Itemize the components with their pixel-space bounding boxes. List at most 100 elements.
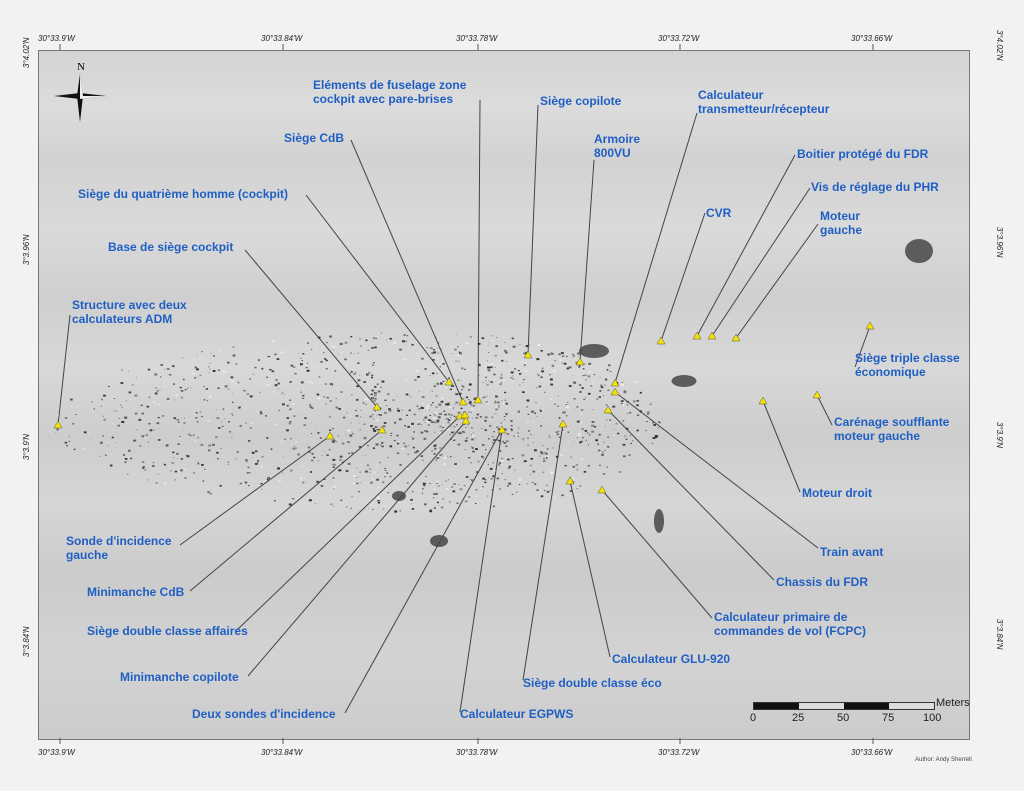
map-label-line: Siège du quatrième homme (cockpit) <box>78 187 289 201</box>
map-label-line: Siège copilote <box>540 94 622 108</box>
coordinate-label: 30°33.84'W <box>261 748 303 757</box>
wreckage-marker-icon <box>473 395 483 404</box>
map-label-line: Minimanche copilote <box>120 670 239 684</box>
map-label: Minimanche CdB <box>87 585 184 599</box>
wreckage-marker-icon <box>812 390 822 399</box>
wreckage-marker-icon <box>656 336 666 345</box>
map-label-line: calculateurs ADM <box>72 312 173 326</box>
scale-tick: 50 <box>837 712 850 724</box>
map-label-line: Calculateur GLU-920 <box>612 652 731 666</box>
wreckage-marker-icon <box>444 377 454 386</box>
map-label-line: Minimanche CdB <box>87 585 185 599</box>
leader-line <box>305 194 450 383</box>
leader-line <box>579 159 595 363</box>
leader-line <box>459 429 503 713</box>
map-label-line: Eléments de fuselage zone <box>313 78 467 92</box>
wreckage-marker-icon <box>692 331 702 340</box>
coordinate-label: 3°3.96'N <box>22 234 31 265</box>
leader-line <box>735 223 819 339</box>
map-label: Base de siège cockpit <box>108 240 233 254</box>
wreckage-marker-icon <box>377 425 387 434</box>
map-label-line: 800VU <box>594 146 631 160</box>
wreckage-marker-icon <box>460 410 470 419</box>
map-label: Calculateur EGPWS <box>460 707 573 721</box>
leader-line <box>477 99 481 401</box>
map-label: Siège double classe affaires <box>87 624 248 638</box>
map-label-line: Siège double classe éco <box>523 676 662 690</box>
leader-line <box>189 429 383 592</box>
map-label-line: commandes de vol (FCPC) <box>714 624 867 638</box>
coordinate-label: 30°33.9'W <box>38 34 75 43</box>
leader-line <box>179 435 331 546</box>
map-label-line: Vis de réglage du PHR <box>811 180 939 194</box>
coordinate-label: 3°3.84'N <box>22 626 31 657</box>
coordinate-label: 30°33.66'W <box>851 748 893 757</box>
map-label-line: Calculateur <box>698 88 764 102</box>
leader-line <box>244 249 378 408</box>
wreckage-marker-icon <box>523 350 533 359</box>
wreckage-marker-icon <box>865 321 875 330</box>
map-label-line: économique <box>855 365 926 379</box>
coordinate-label: 3°3.84'N <box>995 619 1004 650</box>
scale-tick: 75 <box>882 712 895 724</box>
scale-tick: 100 <box>923 712 942 724</box>
scale-unit: Meters <box>936 697 970 709</box>
map-label-line: cockpit avec pare-brises <box>313 92 454 106</box>
map-label-line: gauche <box>820 223 863 237</box>
map-label-line: Moteur droit <box>802 486 872 500</box>
map-label: Chassis du FDR <box>776 575 868 589</box>
coordinate-label: 3°3.9'N <box>22 433 31 460</box>
scale-tick: 0 <box>750 712 757 724</box>
map-label: Vis de réglage du PHR <box>811 180 939 194</box>
map-label-line: Sonde d'incidence <box>66 534 172 548</box>
coordinate-label: 30°33.72'W <box>658 34 700 43</box>
map-label-line: Moteur <box>820 209 860 223</box>
map-label-line: Structure avec deux <box>72 298 187 312</box>
leader-line <box>522 423 564 681</box>
map-label-line: Armoire <box>594 132 641 146</box>
map-label-line: moteur gauche <box>834 429 921 443</box>
north-label: N <box>77 61 85 73</box>
wreckage-marker-icon <box>603 405 613 414</box>
leader-line <box>527 104 539 356</box>
wreckage-marker-icon <box>758 396 768 405</box>
map-label-line: Chassis du FDR <box>776 575 869 589</box>
wreckage-marker-icon <box>597 485 607 494</box>
map-label: Deux sondes d'incidence <box>192 707 336 721</box>
map-label: Moteur droit <box>802 486 872 500</box>
coordinate-label: 3°3.9'N <box>995 422 1004 449</box>
coordinate-label: 30°33.72'W <box>658 748 700 757</box>
coordinate-label: 30°33.9'W <box>38 748 75 757</box>
leader-line <box>614 112 698 384</box>
leader-line <box>696 154 796 337</box>
map-label-line: Siège double classe affaires <box>87 624 248 638</box>
map-label-line: CVR <box>706 206 732 220</box>
wreckage-marker-icon <box>610 387 620 396</box>
leader-line <box>816 394 833 426</box>
wreckage-marker-icon <box>610 378 620 387</box>
author-credit: Author: Andy Sherrell <box>915 757 972 763</box>
map-label-line: Siège CdB <box>284 131 345 145</box>
leader-line <box>601 489 713 619</box>
map-label-line: Carénage soufflante <box>834 415 950 429</box>
map-label-line: gauche <box>66 548 109 562</box>
leader-line <box>57 314 71 426</box>
leader-line <box>236 415 461 631</box>
map-label: Siège copilote <box>540 94 621 108</box>
map-label-line: transmetteur/récepteur <box>698 102 830 116</box>
north-arrow-icon: N <box>54 61 106 122</box>
coordinate-label: 30°33.84'W <box>261 34 303 43</box>
wreckage-marker-icon <box>707 331 717 340</box>
map-label: Minimanche copilote <box>120 670 239 684</box>
coordinate-label: 3°4.02'N <box>995 30 1004 61</box>
leader-line <box>607 409 775 581</box>
wreckage-marker-icon <box>372 402 382 411</box>
